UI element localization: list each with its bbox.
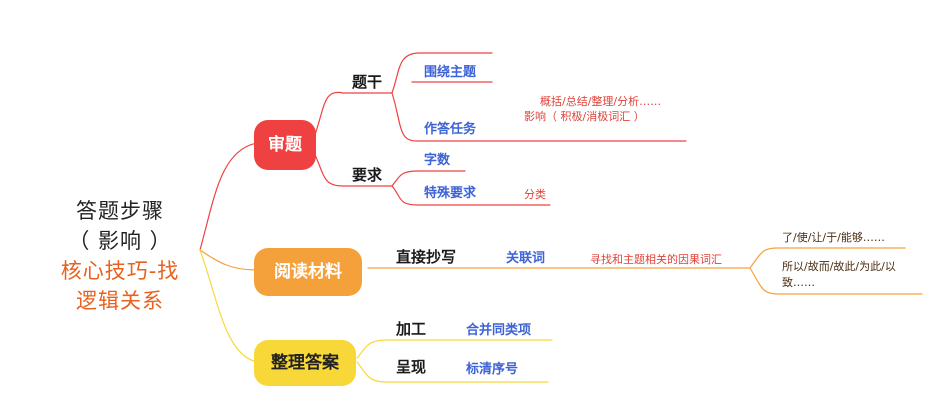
item-task: 作答任务 bbox=[424, 122, 477, 137]
root-line-4: 逻辑关系 bbox=[76, 289, 164, 313]
link-stem-task bbox=[391, 92, 687, 142]
topic-stem: 题干 bbox=[352, 73, 383, 91]
link-organize-process bbox=[356, 339, 553, 359]
link-root-review bbox=[199, 142, 258, 251]
root-topic: 答题步骤 （ 影响 ） 核心技巧-找 逻辑关系 bbox=[40, 196, 200, 316]
note-result-words-2: 致…… bbox=[782, 276, 815, 289]
topic-requirement: 要求 bbox=[352, 166, 383, 184]
link-stem-topic bbox=[391, 52, 493, 94]
item-merge: 合并同类项 bbox=[466, 323, 532, 338]
node-reading[interactable]: 阅读材料 bbox=[254, 248, 362, 296]
topic-process: 加工 bbox=[396, 320, 427, 338]
note-result-words-1: 所以/故而/故此/为此/以 bbox=[782, 260, 896, 273]
item-special: 特殊要求 bbox=[424, 186, 477, 201]
link-root-reading bbox=[199, 249, 258, 271]
note-special: 分类 bbox=[524, 188, 546, 201]
item-word-count: 字数 bbox=[424, 153, 451, 168]
topic-present: 呈现 bbox=[396, 358, 427, 376]
link-root-organize bbox=[199, 249, 258, 363]
item-keyword: 关联词 bbox=[506, 251, 546, 266]
note-keyword: 寻找和主题相关的因果词汇 bbox=[590, 253, 722, 266]
link-copy-cause bbox=[749, 247, 906, 269]
link-copy-result bbox=[749, 267, 923, 295]
node-review[interactable]: 审题 bbox=[254, 120, 316, 170]
link-review-stem bbox=[311, 91, 393, 144]
item-numbering: 标清序号 bbox=[466, 362, 519, 377]
item-topic: 围绕主题 bbox=[424, 65, 477, 80]
topic-copy: 直接抄写 bbox=[396, 248, 457, 266]
note-cause-words: 了/使/让/于/能够…… bbox=[782, 231, 885, 244]
link-requirement-count bbox=[391, 170, 466, 187]
link-requirement-special bbox=[391, 185, 551, 206]
link-organize-present bbox=[356, 361, 549, 383]
root-line-1: 答题步骤 bbox=[76, 199, 164, 223]
note-task-actions: 概括/总结/整理/分析…… bbox=[540, 95, 662, 108]
root-line-2: （ 影响 ） bbox=[68, 229, 172, 253]
node-organize[interactable]: 整理答案 bbox=[254, 340, 356, 386]
root-line-3: 核心技巧-找 bbox=[60, 259, 180, 283]
note-task-effect: 影响（ 积极/消极词汇 ） bbox=[524, 110, 645, 123]
